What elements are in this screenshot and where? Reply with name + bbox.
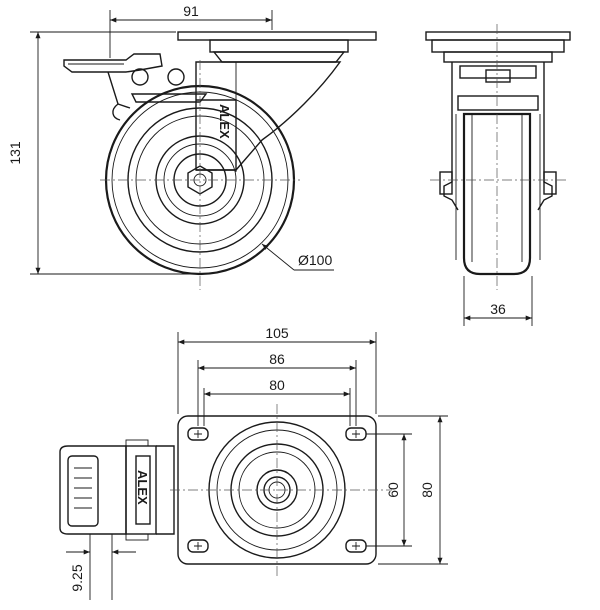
brake-clip-top (125, 439, 149, 447)
brake-pivot-1 (131, 68, 149, 86)
front-swivel-race (431, 39, 565, 53)
side-swivel-race (209, 39, 349, 53)
dim-diameter-leader (261, 243, 295, 271)
side-fork-logo: ALEX (217, 104, 232, 139)
front-fork-inner (455, 114, 541, 260)
side-fork-leg (196, 99, 237, 171)
dim-80h-label: 80 (269, 377, 285, 393)
brake-spring (112, 103, 121, 121)
front-wheel-tyre (462, 112, 532, 276)
front-brake-center (485, 69, 511, 83)
dim-80v-label: 80 (419, 482, 435, 498)
mounting-hole-top-left (187, 427, 209, 441)
brake-pivot-2 (167, 68, 185, 86)
brake-pedal-pad (67, 455, 99, 527)
dim-diameter-label: Ø100 (298, 252, 332, 268)
dim-925-label: 9.25 (69, 564, 85, 591)
front-fork-right (537, 62, 553, 211)
dim-60-label: 60 (385, 482, 401, 498)
front-wheel-rim-lines (471, 114, 523, 262)
brake-logo: ALEX (135, 470, 150, 505)
top-view: ALEX 105 86 80 80 60 (59, 325, 448, 600)
side-fork-body (195, 61, 342, 171)
brake-arm (107, 71, 131, 109)
brake-lever (63, 53, 163, 73)
dim-36-label: 36 (490, 301, 506, 317)
brake-logo-box (135, 455, 151, 525)
dim-131-label: 131 (7, 141, 23, 165)
dim-86-label: 86 (269, 351, 285, 367)
side-view: ALEX 91 131 Ø100 (7, 3, 377, 290)
front-view: 36 (425, 24, 571, 326)
front-brake-top (459, 65, 537, 79)
brake-clip-bottom (125, 533, 149, 541)
dim-105-label: 105 (265, 325, 289, 341)
front-axle-nut-right (543, 171, 557, 195)
front-fork-left (443, 62, 459, 211)
side-top-plate (177, 31, 377, 41)
front-axle-nut-left (439, 171, 453, 195)
side-bearing (212, 51, 346, 63)
brake-pedal-outer (59, 445, 127, 535)
front-brake-pad (457, 95, 539, 111)
dim-91-label: 91 (183, 3, 199, 19)
front-bearing (443, 51, 553, 63)
front-top-plate (425, 31, 571, 41)
mounting-hole-bottom-left (187, 539, 209, 553)
brake-pedal-grip (74, 467, 92, 509)
